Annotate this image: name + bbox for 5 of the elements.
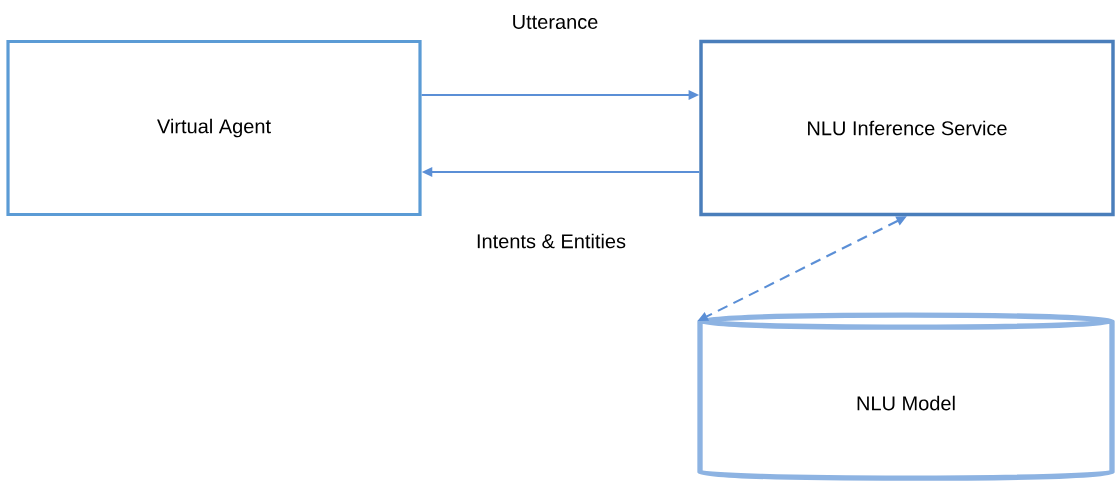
edge-label: Utterance xyxy=(510,13,600,31)
database-cylinder: NLU Model xyxy=(697,312,1115,481)
process-box: Virtual Agent xyxy=(6,39,422,217)
process-box: NLU Inference Service xyxy=(699,39,1115,217)
edge-label: Intents & Entities xyxy=(474,232,628,250)
